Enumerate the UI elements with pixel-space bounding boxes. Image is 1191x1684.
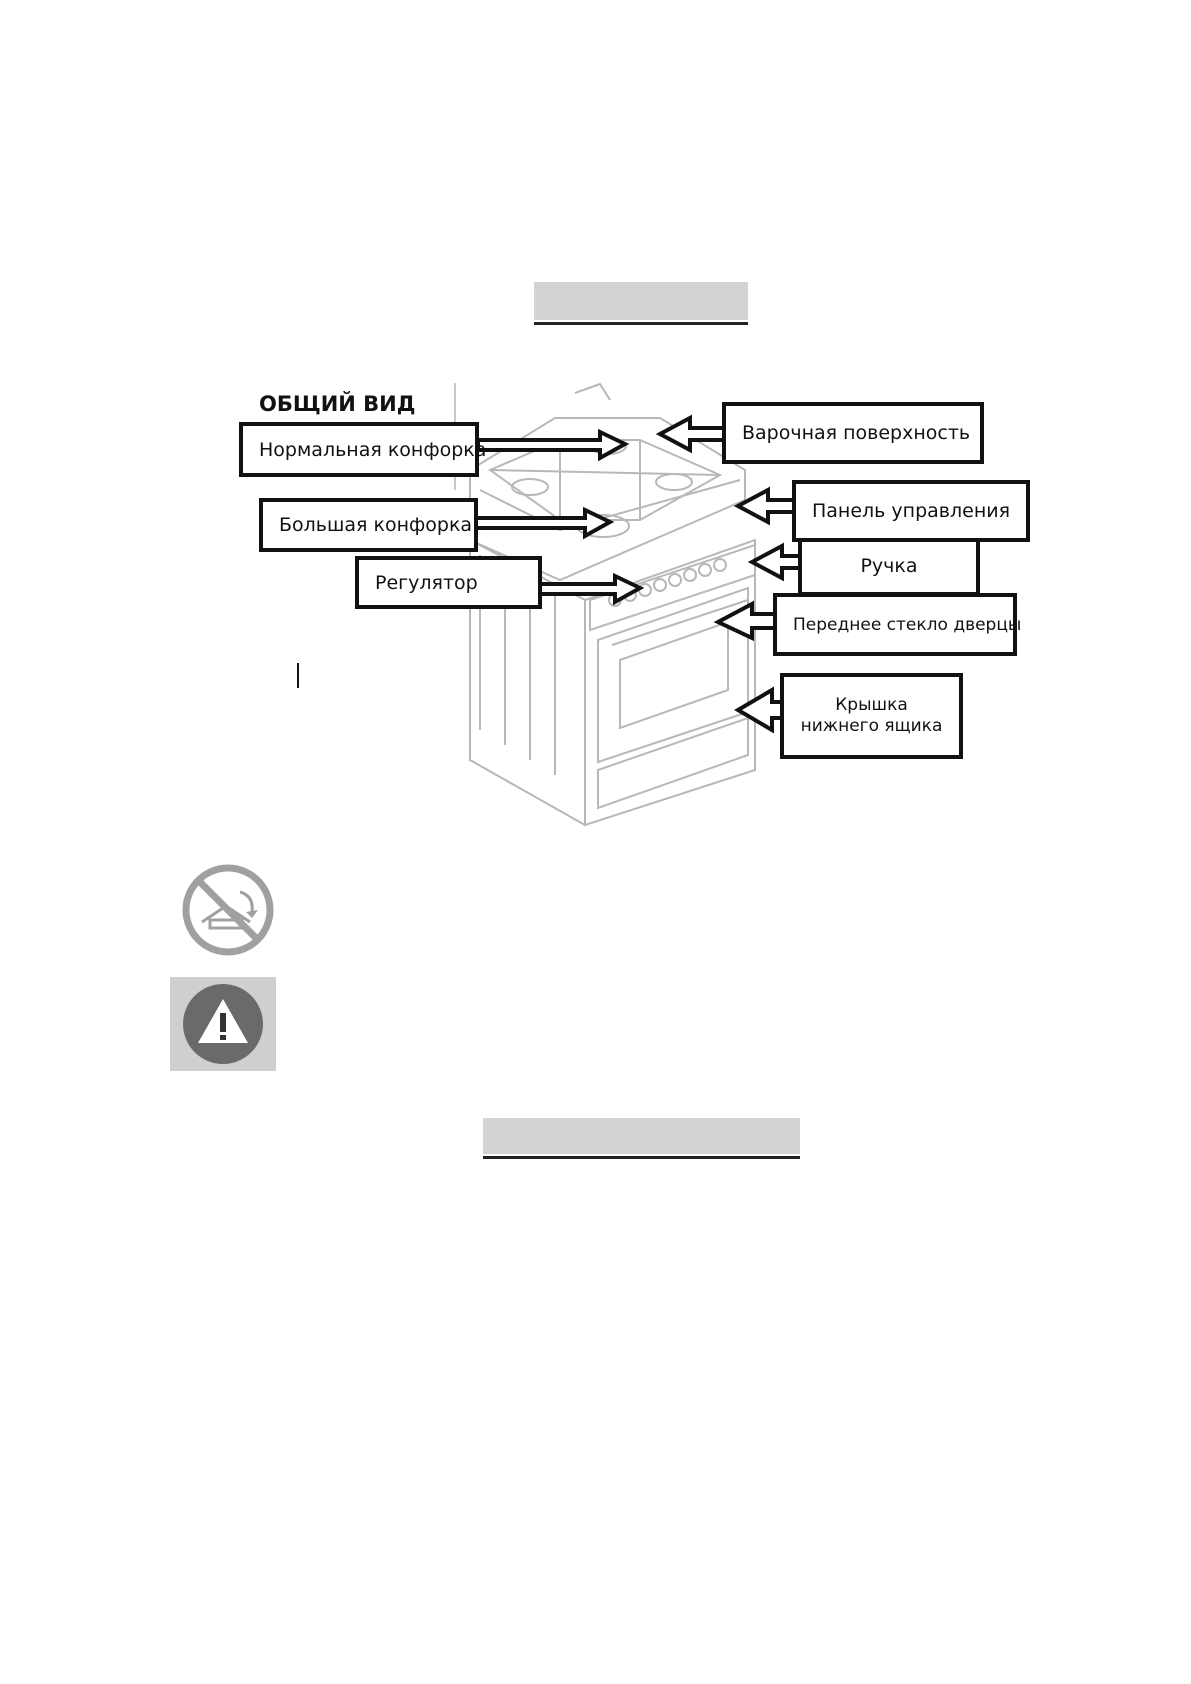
- label-drawer-cover: Крышка нижнего ящика: [780, 673, 963, 759]
- arrow-normal-burner: [476, 428, 630, 462]
- section-header-bar-2: [483, 1118, 800, 1159]
- label-hob-surface: Варочная поверхность: [722, 402, 984, 464]
- warning-panel: [170, 977, 276, 1071]
- label-large-burner: Большая конфорка: [259, 498, 478, 552]
- section-header-bar: [534, 282, 748, 325]
- label-door-glass: Переднее стекло дверцы: [773, 593, 1021, 656]
- label-normal-burner: Нормальная конфорка: [239, 422, 486, 477]
- arrow-large-burner: [468, 506, 615, 540]
- warning-icon: [183, 984, 263, 1064]
- label-control-panel: Панель управления: [792, 480, 1030, 542]
- no-tilt-icon: [182, 864, 274, 956]
- overview-heading: ОБЩИЙ ВИД: [259, 392, 416, 416]
- section-header-underline-2: [483, 1156, 800, 1159]
- arrow-control-panel: [733, 486, 802, 526]
- label-handle: Ручка: [798, 538, 980, 596]
- label-regulator: Регулятор: [355, 556, 542, 609]
- section-header-underline: [534, 322, 748, 325]
